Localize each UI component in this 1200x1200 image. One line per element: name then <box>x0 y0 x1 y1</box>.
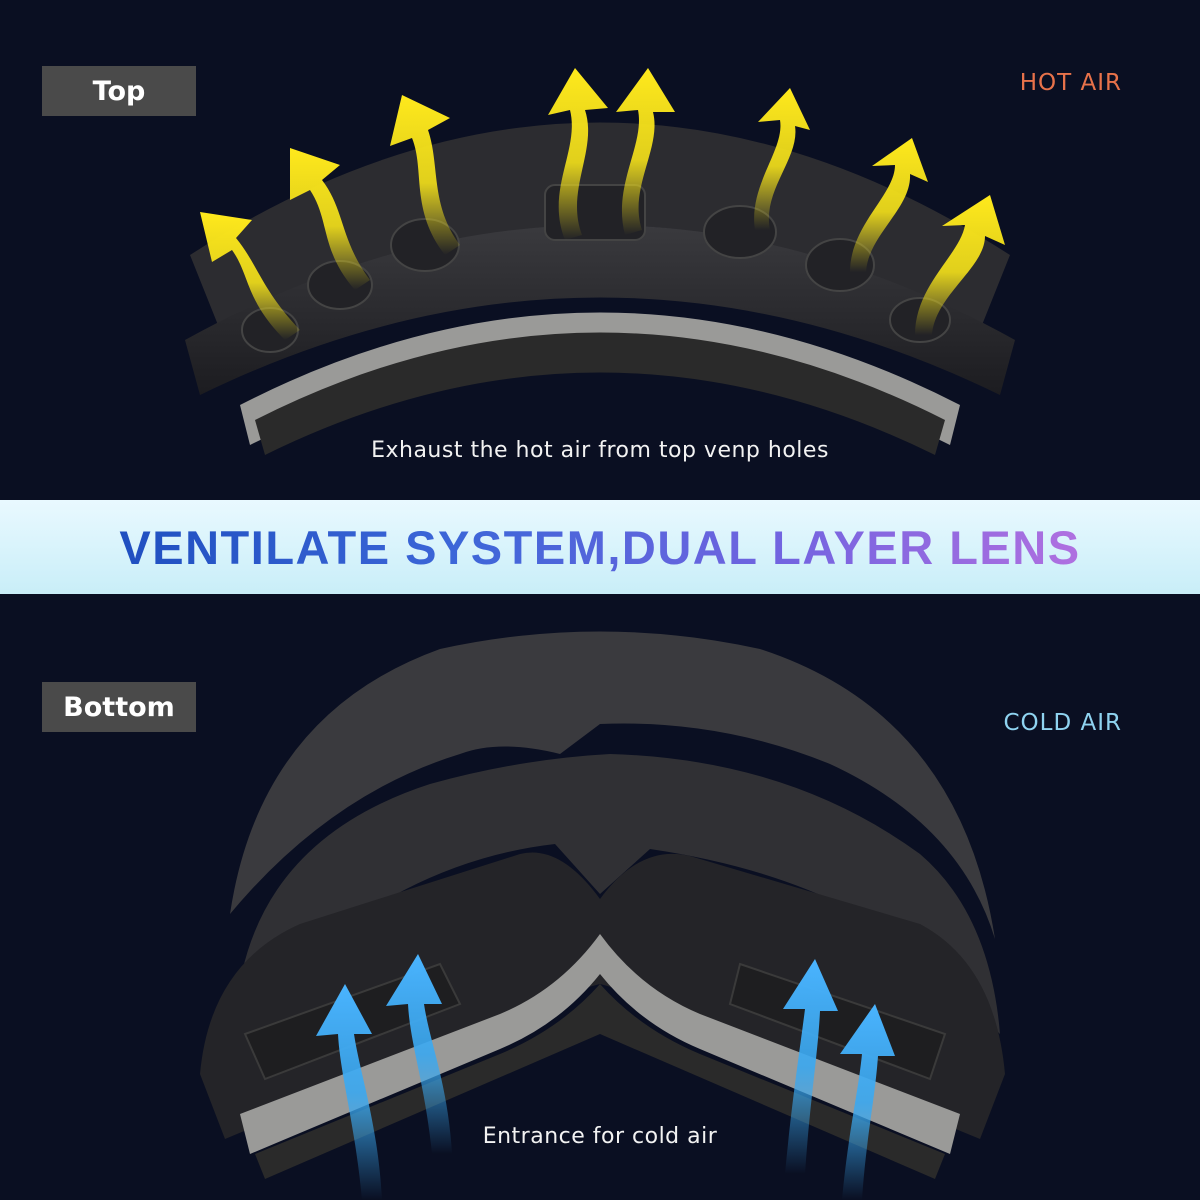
cold-air-label: COLD AIR <box>1003 710 1122 736</box>
bottom-view-tag-label: Bottom <box>63 691 175 723</box>
goggle-bottom-illustration <box>200 631 1005 1200</box>
up-arrow-icon <box>850 138 928 272</box>
bottom-panel: Bottom COLD AIR Entrance for cold air <box>0 594 1200 1200</box>
foam-dark <box>255 984 945 1179</box>
bottom-view-tag: Bottom <box>42 682 196 732</box>
up-arrow-icon <box>915 195 1005 335</box>
up-arrow-icon <box>386 954 452 1154</box>
foam-inner <box>255 332 945 455</box>
headline-banner: VENTILATE SYSTEM,DUAL LAYER LENS <box>0 500 1200 594</box>
foam-outer <box>240 312 960 445</box>
lens-top <box>190 122 1010 330</box>
hot-air-label: HOT AIR <box>1019 70 1122 96</box>
top-panel: Top HOT AIR Exhaust the hot air from top… <box>0 0 1200 500</box>
top-view-tag: Top <box>42 66 196 116</box>
inner-lens <box>235 754 1000 1034</box>
up-arrow-icon <box>783 959 838 1174</box>
up-arrow-icon <box>840 1004 895 1200</box>
up-arrow-icon <box>754 88 810 230</box>
up-arrow-icon <box>316 984 382 1200</box>
goggle-top-illustration <box>185 68 1015 455</box>
frame-bottom <box>200 852 1005 1139</box>
up-arrow-icon <box>548 68 608 240</box>
top-caption: Exhaust the hot air from top venp holes <box>371 438 829 463</box>
up-arrow-icon <box>290 148 370 290</box>
banner-title: VENTILATE SYSTEM,DUAL LAYER LENS <box>119 520 1081 574</box>
cold-air-arrows <box>316 954 895 1200</box>
outer-lens <box>230 631 995 939</box>
up-arrow-icon <box>200 212 300 340</box>
up-arrow-icon <box>390 95 460 255</box>
hot-air-arrows <box>200 68 1005 340</box>
top-view-tag-label: Top <box>92 75 146 107</box>
up-arrow-icon <box>616 68 675 235</box>
bottom-caption: Entrance for cold air <box>482 1124 718 1149</box>
